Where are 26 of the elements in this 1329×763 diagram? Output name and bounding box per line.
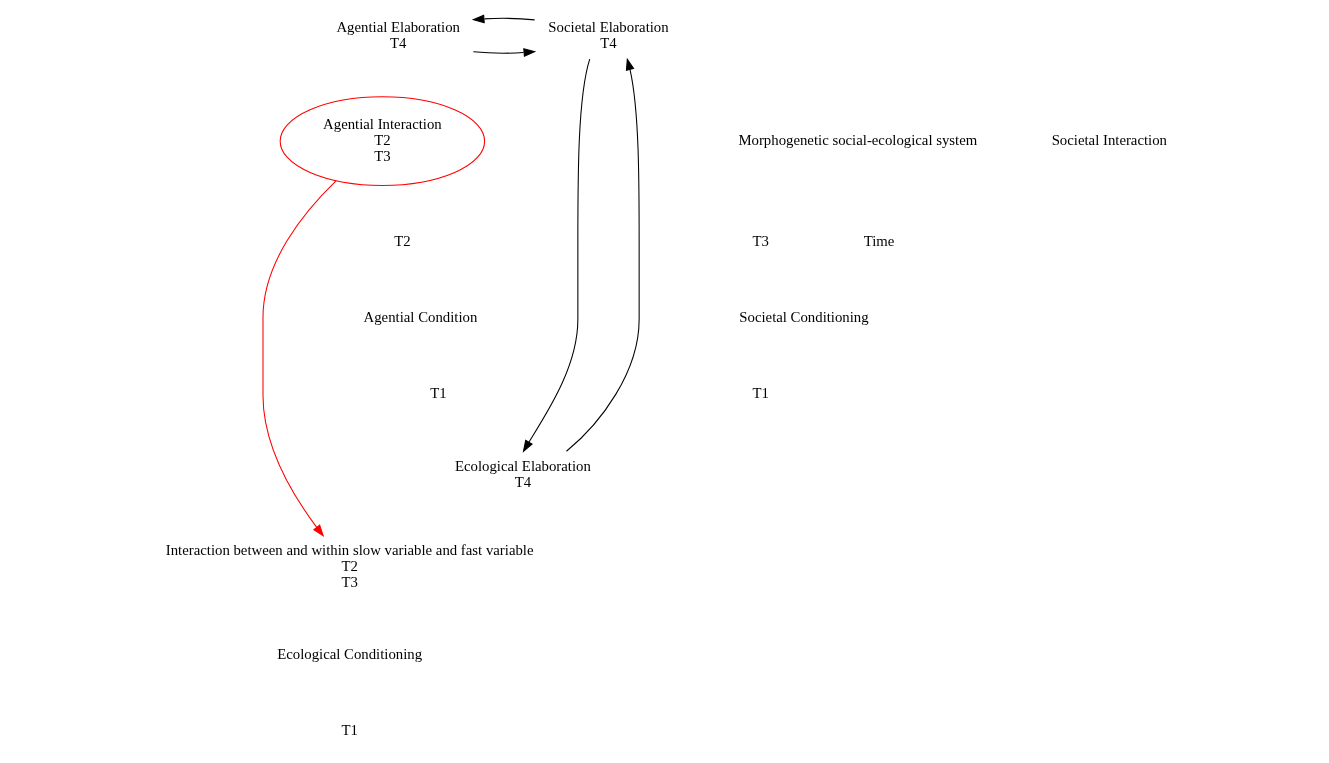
label: Time [863, 233, 895, 250]
label: Ecological Conditioning [277, 646, 423, 663]
node-label: T2 [341, 558, 358, 575]
label: T2 [394, 233, 411, 250]
label: Societal Conditioning [739, 309, 869, 326]
node-label: T4 [390, 34, 407, 51]
node-text: Interaction between and within slow variable and fast variable [165, 542, 534, 559]
node-label: T4 [514, 473, 532, 490]
label: Agential Condition [363, 309, 478, 326]
node-text: Societal Elaboration [548, 18, 669, 35]
label: T3 [752, 233, 769, 250]
label: T1 [752, 385, 769, 402]
arrow [262, 180, 337, 538]
label: Morphogenetic social-ecological system [738, 132, 978, 149]
arrow [471, 14, 536, 24]
label: T1 [430, 385, 447, 402]
arrow [565, 57, 640, 452]
node-text: Ecological Elaboration [454, 457, 591, 474]
node-label: T3 [341, 573, 358, 590]
node-ellipse: Agential Interaction T2 T3 [279, 96, 486, 186]
arrow [472, 48, 537, 57]
node-text: Agential Elaboration [336, 18, 461, 35]
label: T1 [341, 722, 358, 739]
label: Societal Interaction [1051, 132, 1167, 149]
node-label: T4 [600, 34, 617, 51]
arrow [522, 58, 591, 453]
